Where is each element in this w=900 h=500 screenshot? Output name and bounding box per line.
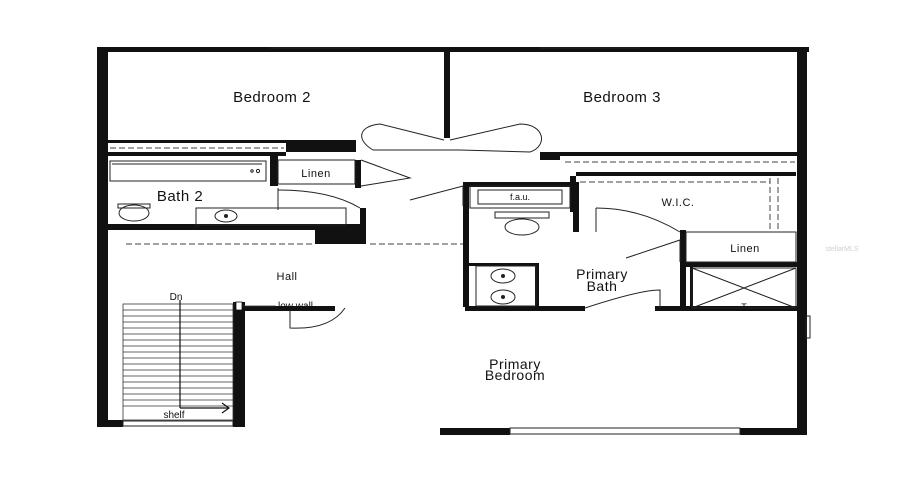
bathtub bbox=[109, 160, 267, 182]
toilet-primary bbox=[494, 211, 550, 219]
door-swings bbox=[277, 123, 681, 329]
fixtures bbox=[109, 159, 797, 309]
toilet-bath2 bbox=[118, 204, 150, 222]
label-primary-bath-line1: Primary bbox=[576, 266, 628, 282]
label-shelf: shelf bbox=[163, 410, 184, 421]
fau-unit bbox=[469, 185, 571, 209]
shower bbox=[691, 267, 797, 309]
label-bedroom-3: Bedroom 3 bbox=[583, 89, 661, 106]
label-stair-down: Dn bbox=[170, 292, 183, 303]
label-linen-upper: Linen bbox=[301, 168, 330, 180]
interior-walls bbox=[108, 50, 800, 427]
label-low-wall: low wall bbox=[278, 301, 313, 312]
vanity-bath2 bbox=[195, 207, 347, 226]
closet-rods bbox=[110, 147, 795, 245]
label-primary-bath-line2: Bath bbox=[587, 278, 618, 294]
vanity-primary bbox=[475, 265, 537, 307]
label-fau: f.a.u. bbox=[510, 192, 530, 202]
linen-closet-lower bbox=[685, 231, 797, 263]
linen-closet-upper bbox=[277, 159, 356, 185]
label-primary-bedroom-line1: Primary bbox=[489, 356, 541, 372]
watermark: stellarMLS bbox=[825, 246, 858, 253]
label-linen-lower: Linen bbox=[730, 243, 759, 255]
staircase bbox=[122, 300, 276, 421]
label-bedroom-2: Bedroom 2 bbox=[233, 89, 311, 106]
labels: Bedroom 2 Bedroom 3 Bath 2 Linen f.a.u. … bbox=[157, 89, 859, 421]
label-shower-mark: T bbox=[741, 302, 747, 312]
label-primary-bedroom-line2: Bedroom bbox=[485, 367, 545, 383]
label-wic: W.I.C. bbox=[662, 197, 695, 209]
label-hall: Hall bbox=[277, 271, 298, 283]
label-bath-2: Bath 2 bbox=[157, 188, 203, 205]
exterior-walls bbox=[97, 47, 809, 435]
